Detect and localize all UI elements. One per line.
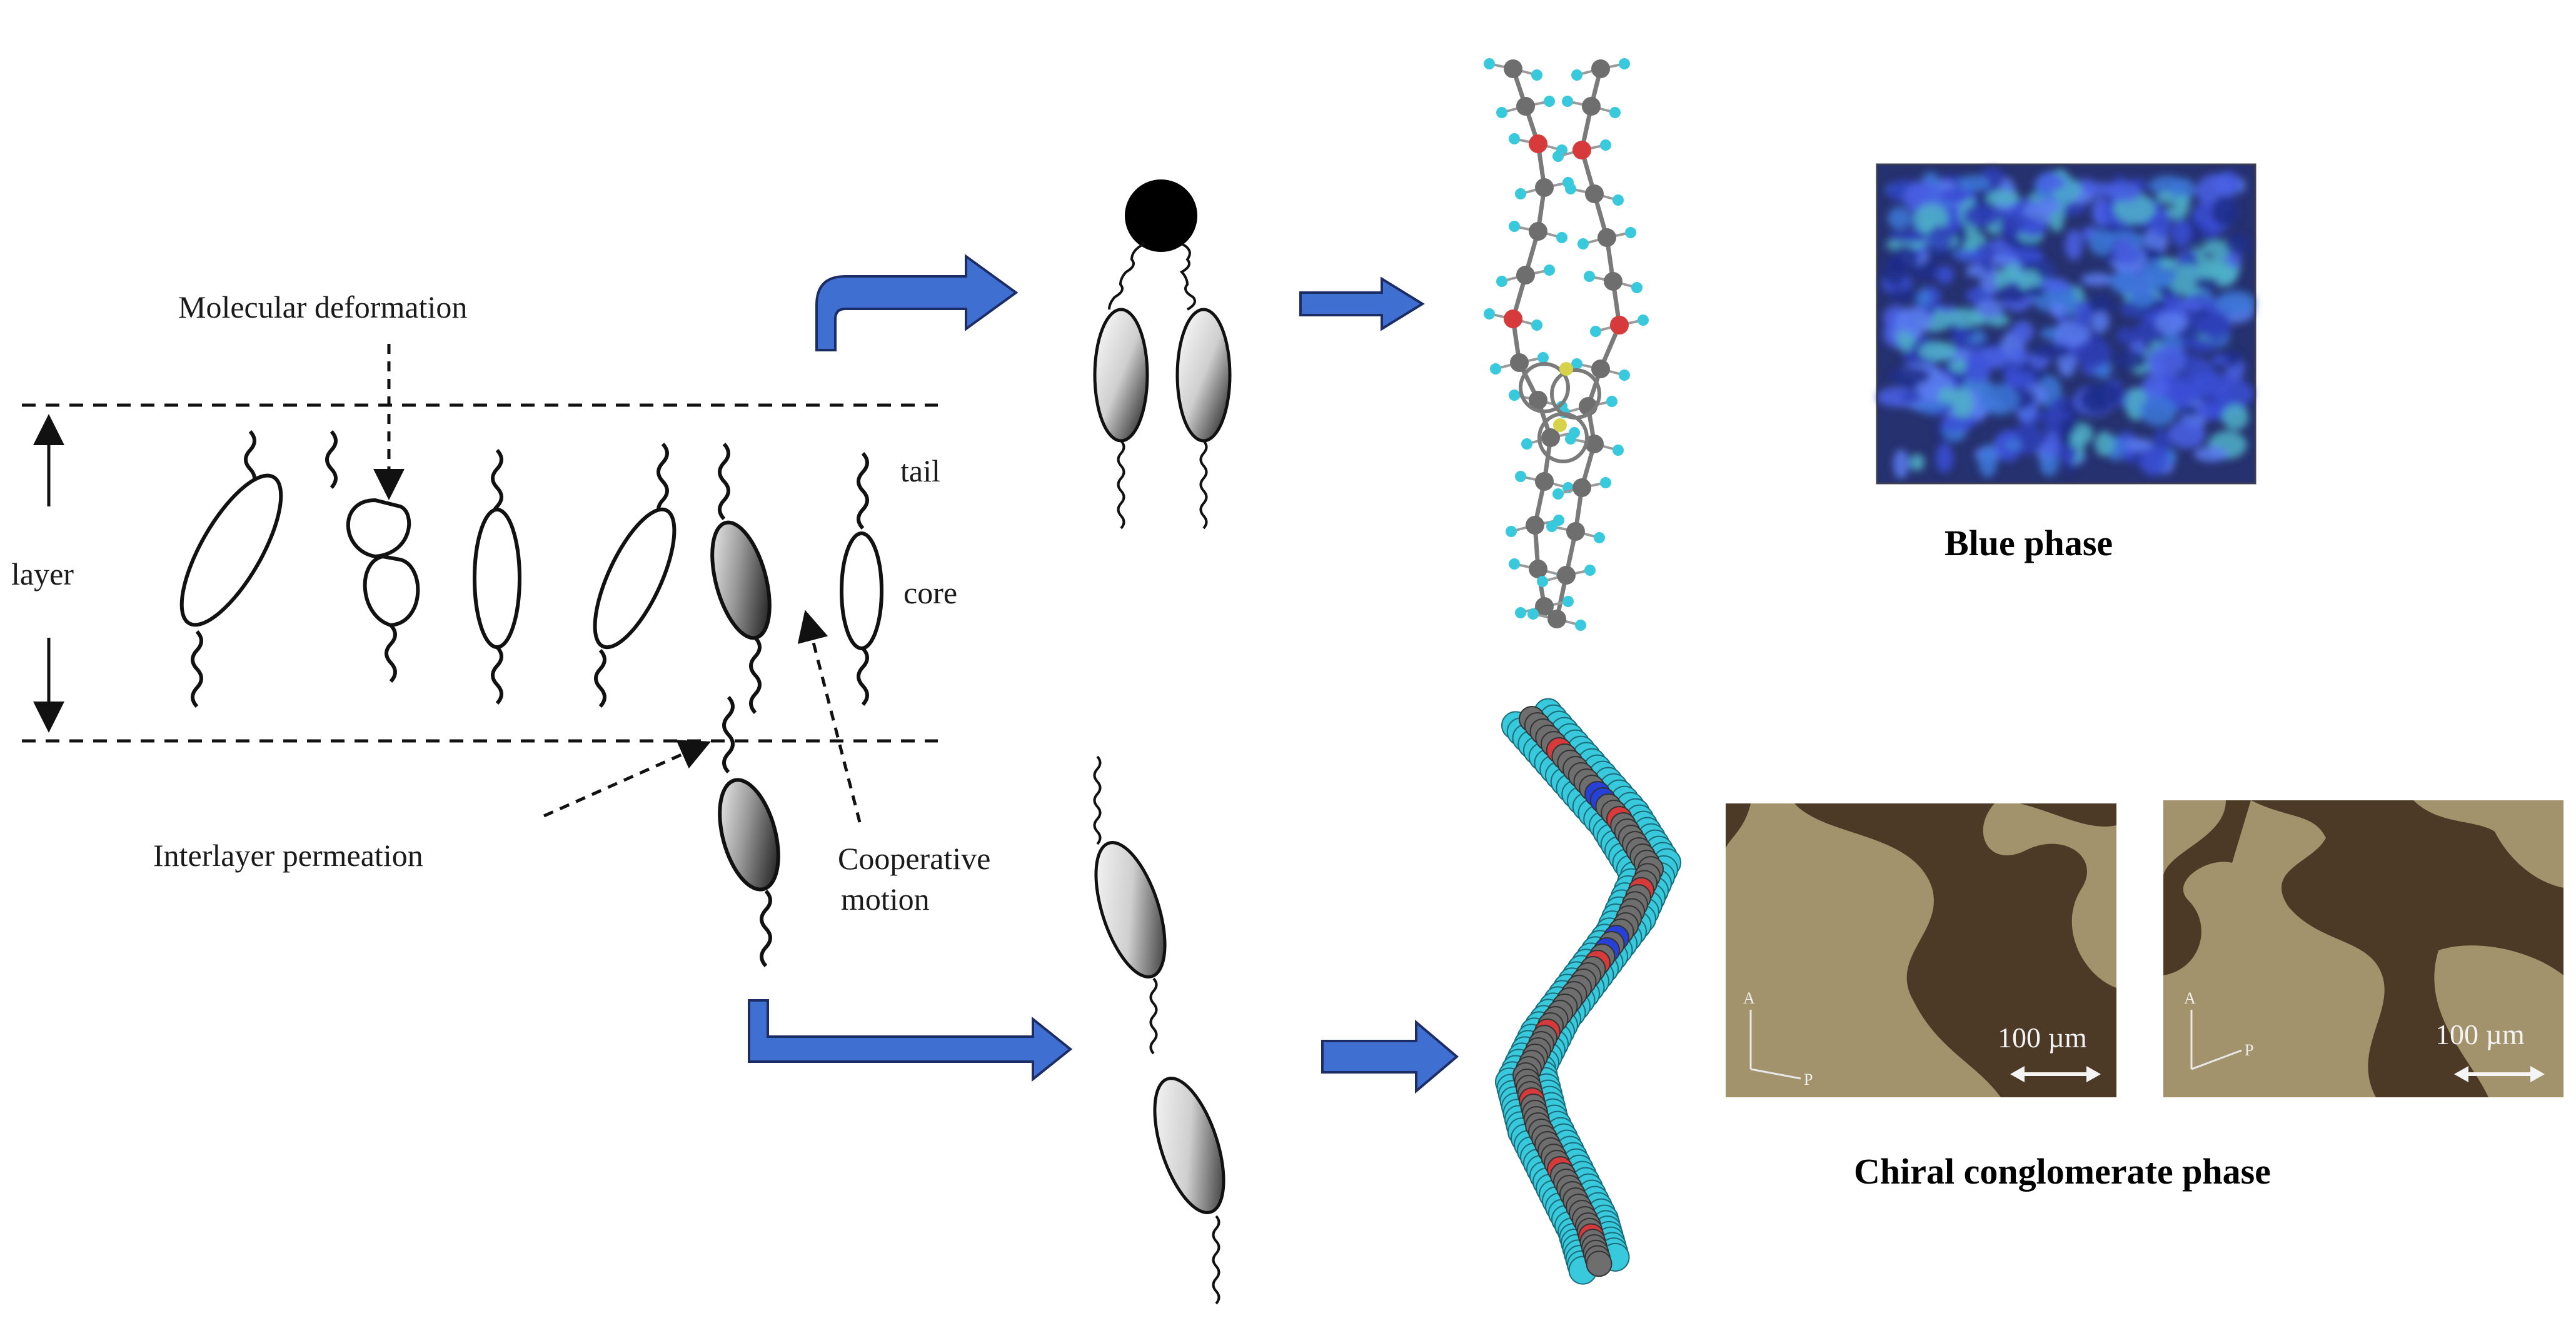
wavy-tail-icon <box>491 645 503 705</box>
blue-phase-caption: Blue phase <box>1945 523 2113 563</box>
molecular-deformation-label: Molecular deformation <box>178 289 467 324</box>
chiral-conglomerate-caption: Chiral conglomerate phase <box>1854 1151 2271 1192</box>
junction-sphere <box>1125 179 1197 252</box>
mesogen-molecule-deformed <box>325 430 420 683</box>
polarizer-axis <box>2191 1049 2242 1070</box>
polarizer-label: P <box>2245 1041 2253 1059</box>
mesogen-core-icon <box>840 531 883 650</box>
wavy-tail-icon <box>760 889 772 968</box>
layer-label: layer <box>11 556 74 591</box>
wavy-tail-icon <box>722 695 735 774</box>
wavy-tail-icon <box>1108 243 1145 310</box>
wavy-tail-icon <box>1212 1215 1220 1305</box>
polarizer-axis <box>1750 1068 1801 1080</box>
polarizer-label: P <box>1804 1070 1813 1089</box>
mesogen-core-icon <box>718 778 780 892</box>
mesogen-core-icon <box>1175 308 1232 443</box>
mesogen-core-icon <box>710 520 772 640</box>
dimer-molecule <box>1093 179 1232 530</box>
core-label: core <box>903 575 957 610</box>
mesogen-molecule-1 <box>179 430 283 708</box>
mesogen-core-icon <box>1153 1077 1225 1214</box>
wavy-tail-icon <box>1093 755 1102 845</box>
wavy-tail-icon <box>594 648 606 708</box>
wavy-tail-icon <box>325 430 338 490</box>
mesogen-molecule-lower <box>718 695 780 968</box>
wavy-tail-icon <box>718 442 730 521</box>
mesogen-core-icon <box>593 507 677 650</box>
bent-dimer-molecule <box>1093 755 1225 1305</box>
ball-and-stick-model <box>1484 58 1649 631</box>
cooperative-pointer-arrow <box>797 610 862 823</box>
tail-label: tail <box>900 453 940 488</box>
scale-bar-label-right: 100 µm <box>2435 1019 2525 1050</box>
interlayer-permeation-label: Interlayer permeation <box>153 838 423 873</box>
analyzer-label: A <box>2184 989 2196 1007</box>
wavy-tail-icon <box>749 636 762 715</box>
block-arrow-icon <box>748 999 1073 1082</box>
wavy-tail-icon <box>1179 243 1196 311</box>
mesogen-molecule-permeating <box>710 442 772 715</box>
wavy-tail-icon <box>385 623 397 683</box>
mesogen-core-icon <box>346 498 411 559</box>
space-filling-model <box>1495 698 1681 1285</box>
mesogen-core-icon <box>179 473 283 627</box>
analyzer-label: A <box>1743 989 1755 1007</box>
wavy-tail-icon <box>657 442 669 521</box>
block-arrow-icon <box>1321 1019 1459 1094</box>
smectic-layer-schematic: layer Molecular deformation tail core In… <box>11 289 990 968</box>
mesogen-core-icon <box>1094 841 1167 978</box>
wavy-tail-icon <box>1199 440 1208 530</box>
wavy-tail-icon <box>857 646 869 707</box>
wavy-tail-icon <box>1149 977 1158 1055</box>
mesogen-molecule-3 <box>473 448 521 705</box>
permeation-pointer-arrow <box>543 740 712 818</box>
cooperative-motion-label-line2: motion <box>841 882 930 917</box>
flow-arrows <box>748 254 1459 1094</box>
chiral-micrograph-left: A P 100 µm <box>1726 803 2116 1097</box>
chiral-micrograph-right: A P 100 µm <box>2163 800 2563 1097</box>
wavy-tail-icon <box>191 630 203 708</box>
mesogen-molecule-4 <box>593 442 677 708</box>
block-arrow-icon <box>1299 276 1425 331</box>
cooperative-motion-label-line1: Cooperative <box>838 841 990 876</box>
mesogen-molecule-6 <box>840 451 883 707</box>
blue-phase-micrograph <box>1876 163 2257 485</box>
mesogen-core-icon <box>1093 308 1149 443</box>
block-arrow-icon <box>815 254 1019 351</box>
wavy-tail-icon <box>857 451 869 530</box>
wavy-tail-icon <box>1117 440 1125 530</box>
scale-bar-label-left: 100 µm <box>1998 1022 2087 1054</box>
mesogen-core-icon <box>473 508 521 649</box>
